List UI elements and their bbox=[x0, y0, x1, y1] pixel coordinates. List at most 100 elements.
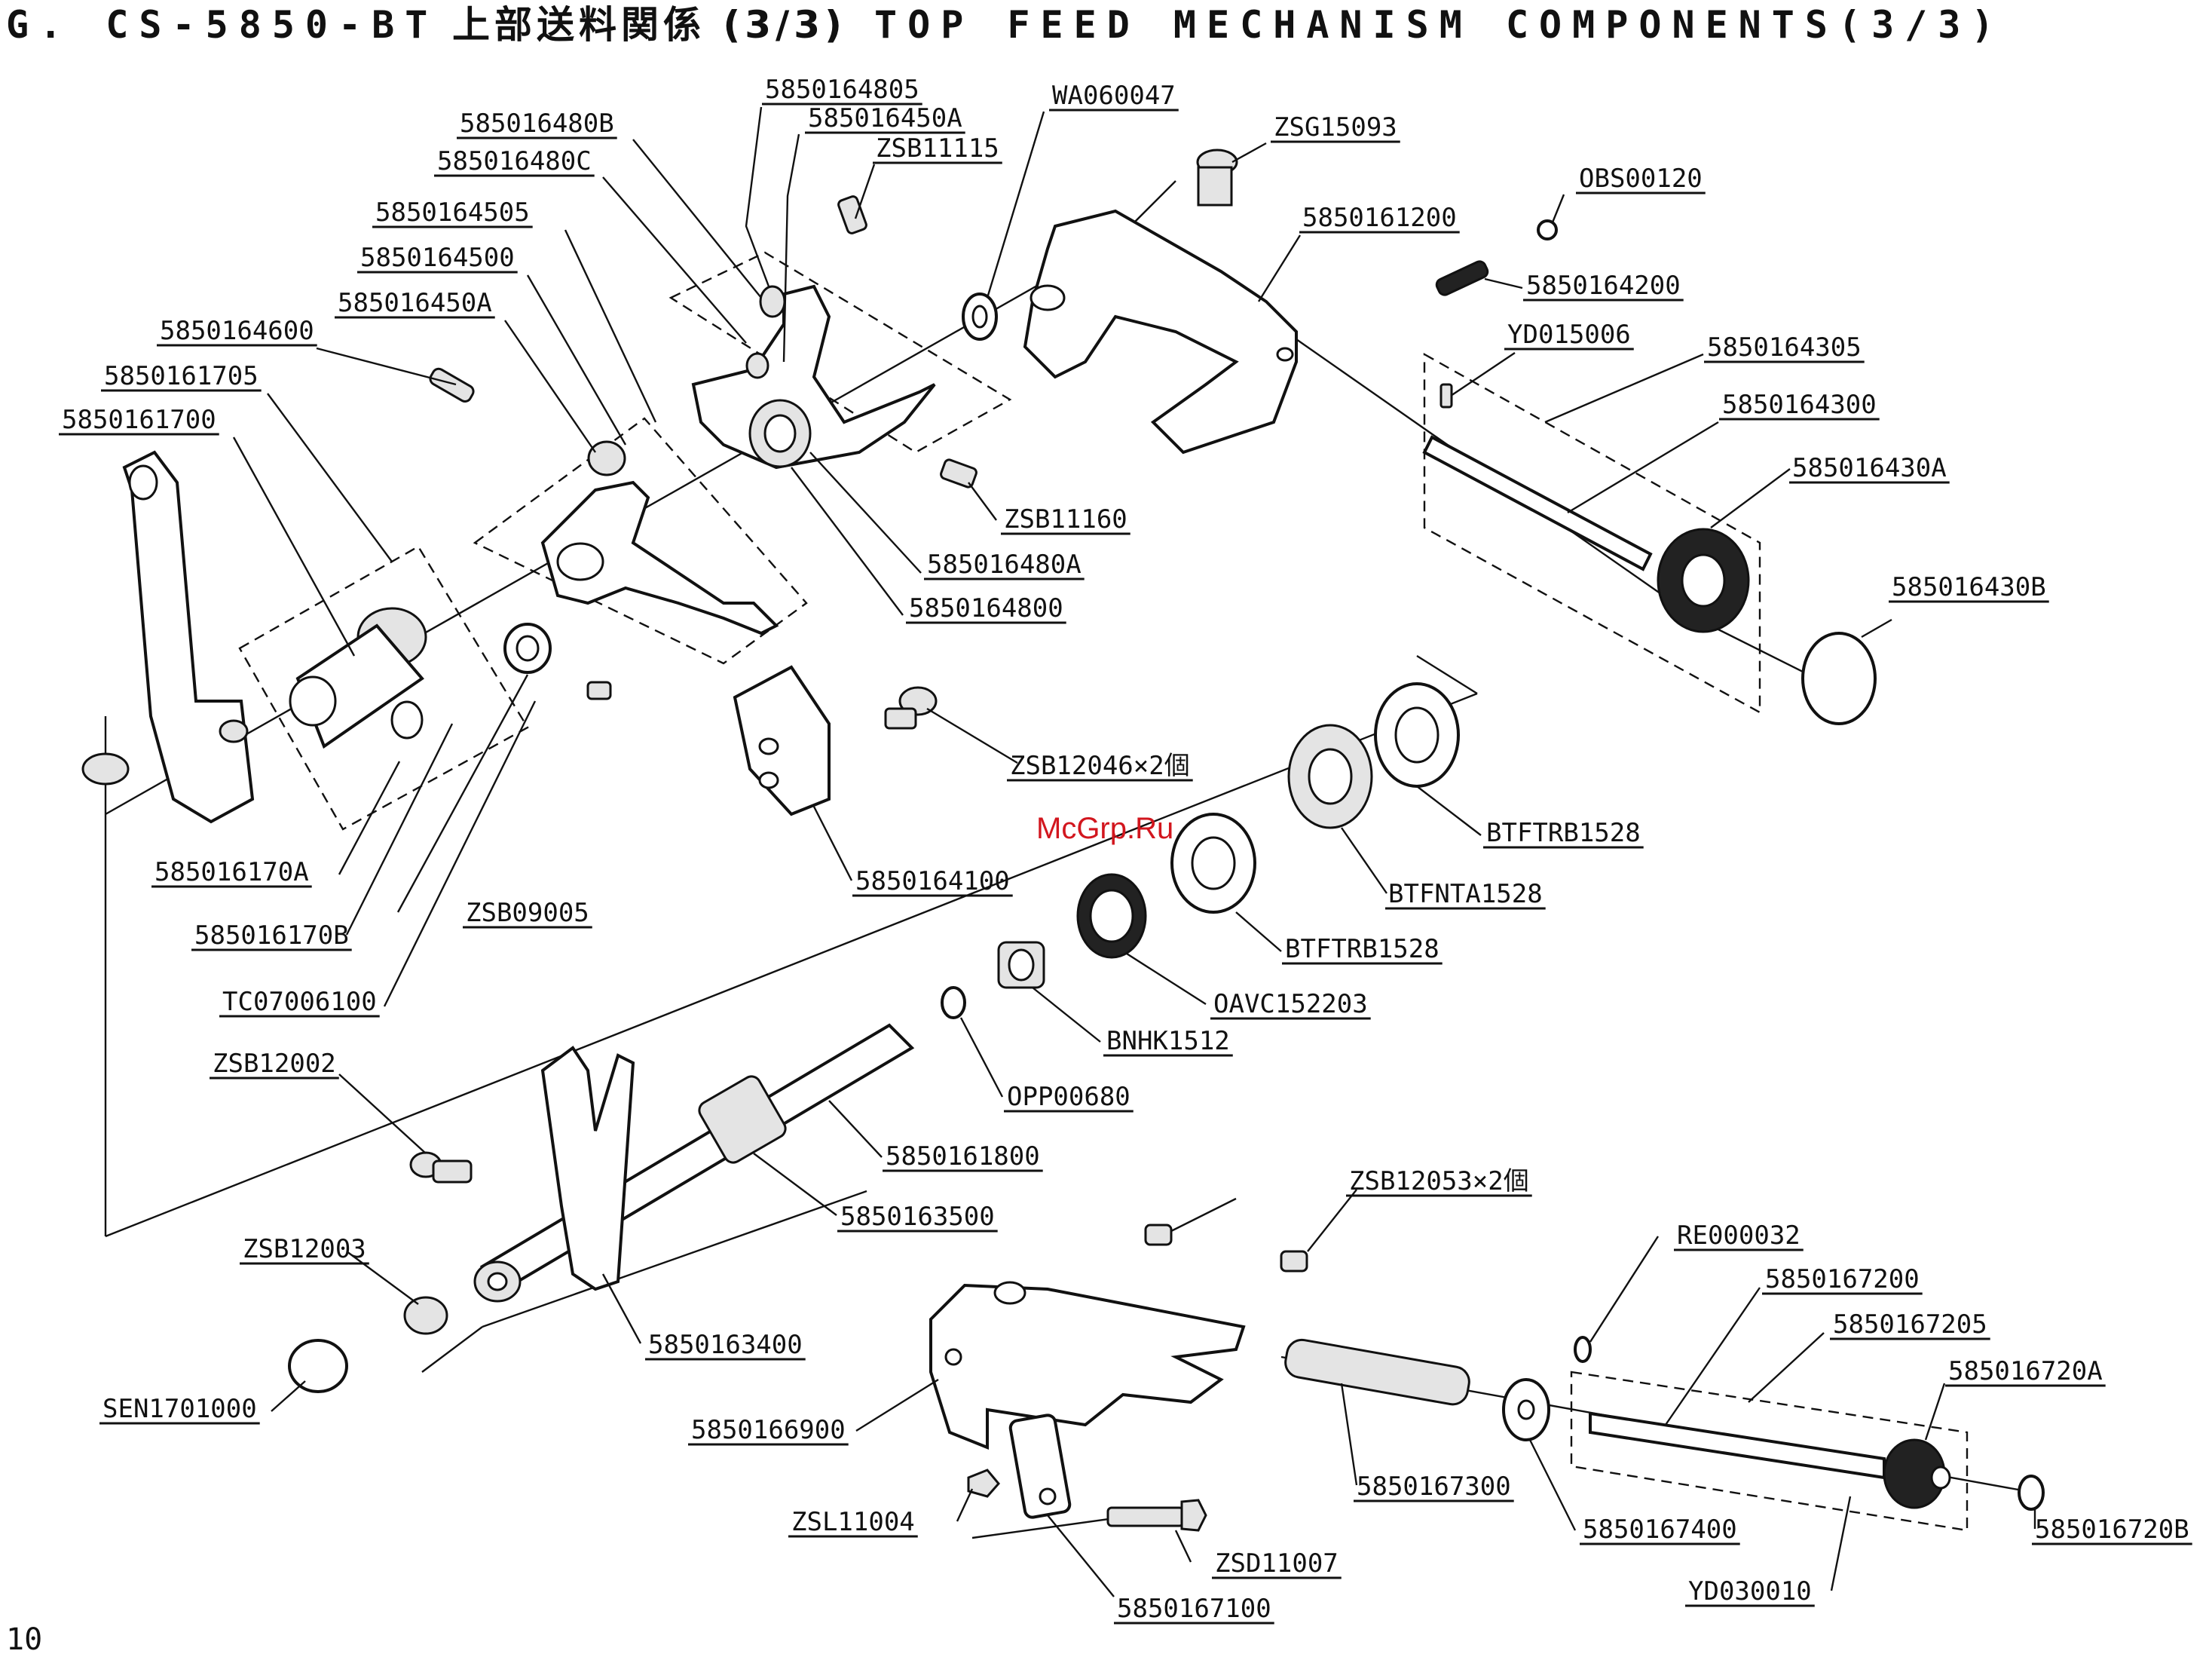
part-label: SEN1701000 bbox=[99, 1394, 260, 1425]
part-label: TC07006100 bbox=[219, 987, 380, 1018]
part-label: 585016480B bbox=[457, 109, 617, 139]
part-number: 5850164500 bbox=[360, 243, 515, 273]
part-number: ZSB12046×2個 bbox=[1010, 751, 1190, 781]
part-label: 585016480A bbox=[924, 550, 1085, 580]
part-label: 585016170B bbox=[191, 920, 352, 951]
part-number: BTFTRB1528 bbox=[1486, 818, 1641, 848]
washer-wa060047 bbox=[962, 293, 998, 341]
part-label: 5850161705 bbox=[101, 361, 262, 392]
ring-585016720b bbox=[2018, 1475, 2045, 1511]
part-number: 585016450A bbox=[808, 103, 962, 133]
watermark: McGrp.Ru bbox=[1036, 812, 1173, 845]
part-label: 5850164500 bbox=[357, 243, 518, 274]
part-number: ZSB11160 bbox=[1004, 504, 1127, 534]
part-label: ZSB12046×2個 bbox=[1007, 751, 1193, 782]
part-label: ZSB12053×2個 bbox=[1346, 1166, 1532, 1197]
part-number: 5850167400 bbox=[1583, 1515, 1737, 1545]
part-label: YD030010 bbox=[1685, 1576, 1815, 1607]
clip-re000032 bbox=[1574, 1336, 1592, 1363]
knob-585016720a bbox=[1883, 1438, 1951, 1509]
part-labels: 5850164805585016450AZSB11115WA060047ZSG1… bbox=[59, 75, 2192, 1625]
part-label: ZSB11160 bbox=[1001, 504, 1130, 535]
part-number: 5850164100 bbox=[855, 866, 1010, 896]
screw-zsb12003 bbox=[403, 1296, 448, 1335]
part-label: BTFTRB1528 bbox=[1282, 934, 1443, 965]
needle-bearing-bnhk1512 bbox=[997, 941, 1045, 989]
part-label: 585016720A bbox=[1945, 1356, 2106, 1387]
thrust-washer-btftrb1528-b bbox=[1170, 813, 1256, 914]
page-number: 10 bbox=[6, 1622, 42, 1657]
part-number: YD030010 bbox=[1688, 1576, 1812, 1606]
screw-zsb12046 bbox=[884, 686, 938, 730]
part-number: 5850164200 bbox=[1526, 271, 1681, 301]
title-english: TOP FEED MECHANISM COMPONENTS(3/3) bbox=[874, 3, 2005, 47]
screw-zsb11160 bbox=[940, 458, 978, 489]
part-label: 585016480C bbox=[434, 146, 595, 177]
pin-yd015006 bbox=[1439, 383, 1453, 409]
part-number: 585016720A bbox=[1948, 1356, 2103, 1386]
part-label: 5850161200 bbox=[1299, 203, 1460, 234]
spring-5850164600 bbox=[429, 367, 475, 403]
block-5850167100 bbox=[1008, 1414, 1072, 1519]
screws-zsb12053 bbox=[1144, 1224, 1308, 1273]
part-number: 5850161705 bbox=[104, 361, 259, 391]
part-number: ZSG15093 bbox=[1274, 112, 1397, 142]
part-label: 5850164800 bbox=[906, 593, 1066, 624]
part-label: ZSD11007 bbox=[1212, 1548, 1342, 1579]
part-label: OPP00680 bbox=[1004, 1082, 1134, 1113]
cap-sen1701000 bbox=[288, 1339, 348, 1393]
part-label: ZSB12003 bbox=[240, 1234, 369, 1265]
part-label: 5850164300 bbox=[1719, 390, 1880, 421]
part-label: 5850161700 bbox=[59, 405, 219, 436]
part-label: ZSL11004 bbox=[788, 1507, 918, 1538]
top-feed-bracket bbox=[1023, 209, 1298, 455]
title-japanese: 上部送料関係 (3/3) bbox=[452, 3, 846, 47]
part-label: 5850167205 bbox=[1830, 1309, 1990, 1340]
spring-5850164200 bbox=[1435, 260, 1489, 296]
screw-zsb12002 bbox=[409, 1151, 473, 1184]
part-number: 5850161700 bbox=[62, 405, 216, 435]
lower-bracket-5850166900 bbox=[929, 1281, 1246, 1450]
spring-5850167300 bbox=[1284, 1338, 1470, 1406]
cam-lever-assembly bbox=[691, 284, 936, 470]
part-label: 5850164805 bbox=[762, 75, 922, 106]
part-number: BTFNTA1528 bbox=[1388, 879, 1543, 909]
part-number: OPP00680 bbox=[1007, 1082, 1130, 1112]
rod-5850167200 bbox=[1589, 1411, 1886, 1480]
part-number: RE000032 bbox=[1677, 1221, 1801, 1251]
part-number: OAVC152203 bbox=[1213, 989, 1368, 1019]
part-label: 5850164200 bbox=[1523, 271, 1684, 302]
part-number: 5850164600 bbox=[160, 316, 314, 346]
ring-opp00680 bbox=[941, 986, 966, 1019]
part-label: 5850164505 bbox=[372, 198, 533, 228]
model-code: G. CS-5850-BT bbox=[6, 3, 438, 47]
part-label: ZSB11115 bbox=[873, 133, 1002, 164]
part-number: 585016430A bbox=[1792, 453, 1947, 483]
part-label: 585016170A bbox=[151, 857, 312, 888]
feed-scale-5850164100 bbox=[733, 665, 831, 816]
part-number: 5850161800 bbox=[886, 1141, 1040, 1172]
feed-shaft-5850161800 bbox=[479, 1023, 915, 1291]
part-number: TC07006100 bbox=[222, 987, 377, 1017]
part-label: 585016720B bbox=[2032, 1515, 2192, 1545]
part-label: 5850167300 bbox=[1354, 1472, 1514, 1502]
needle-thrust-btfnta1528 bbox=[1287, 724, 1373, 829]
part-number: ZSL11004 bbox=[791, 1507, 915, 1537]
part-label: ZSB09005 bbox=[463, 898, 592, 929]
part-number: 5850163500 bbox=[840, 1202, 995, 1232]
part-number: ZSB12003 bbox=[243, 1234, 366, 1264]
part-number: 585016480A bbox=[927, 550, 1082, 580]
part-label: 5850167200 bbox=[1762, 1264, 1923, 1295]
oil-seal-oavc152203 bbox=[1076, 873, 1147, 959]
part-label: 5850163500 bbox=[837, 1202, 998, 1233]
part-number: 5850167205 bbox=[1833, 1309, 1987, 1340]
ball-obs00120 bbox=[1537, 219, 1558, 240]
part-number: 585016170A bbox=[155, 857, 309, 887]
nut-zsl11004 bbox=[967, 1469, 1000, 1498]
part-number: 5850164800 bbox=[909, 593, 1063, 623]
part-number: 585016450A bbox=[338, 288, 492, 318]
part-label: 585016430B bbox=[1889, 572, 2049, 603]
cam-lever-585016450a bbox=[540, 440, 779, 636]
part-number: 5850166900 bbox=[691, 1415, 846, 1445]
part-number: OBS00120 bbox=[1579, 164, 1703, 194]
